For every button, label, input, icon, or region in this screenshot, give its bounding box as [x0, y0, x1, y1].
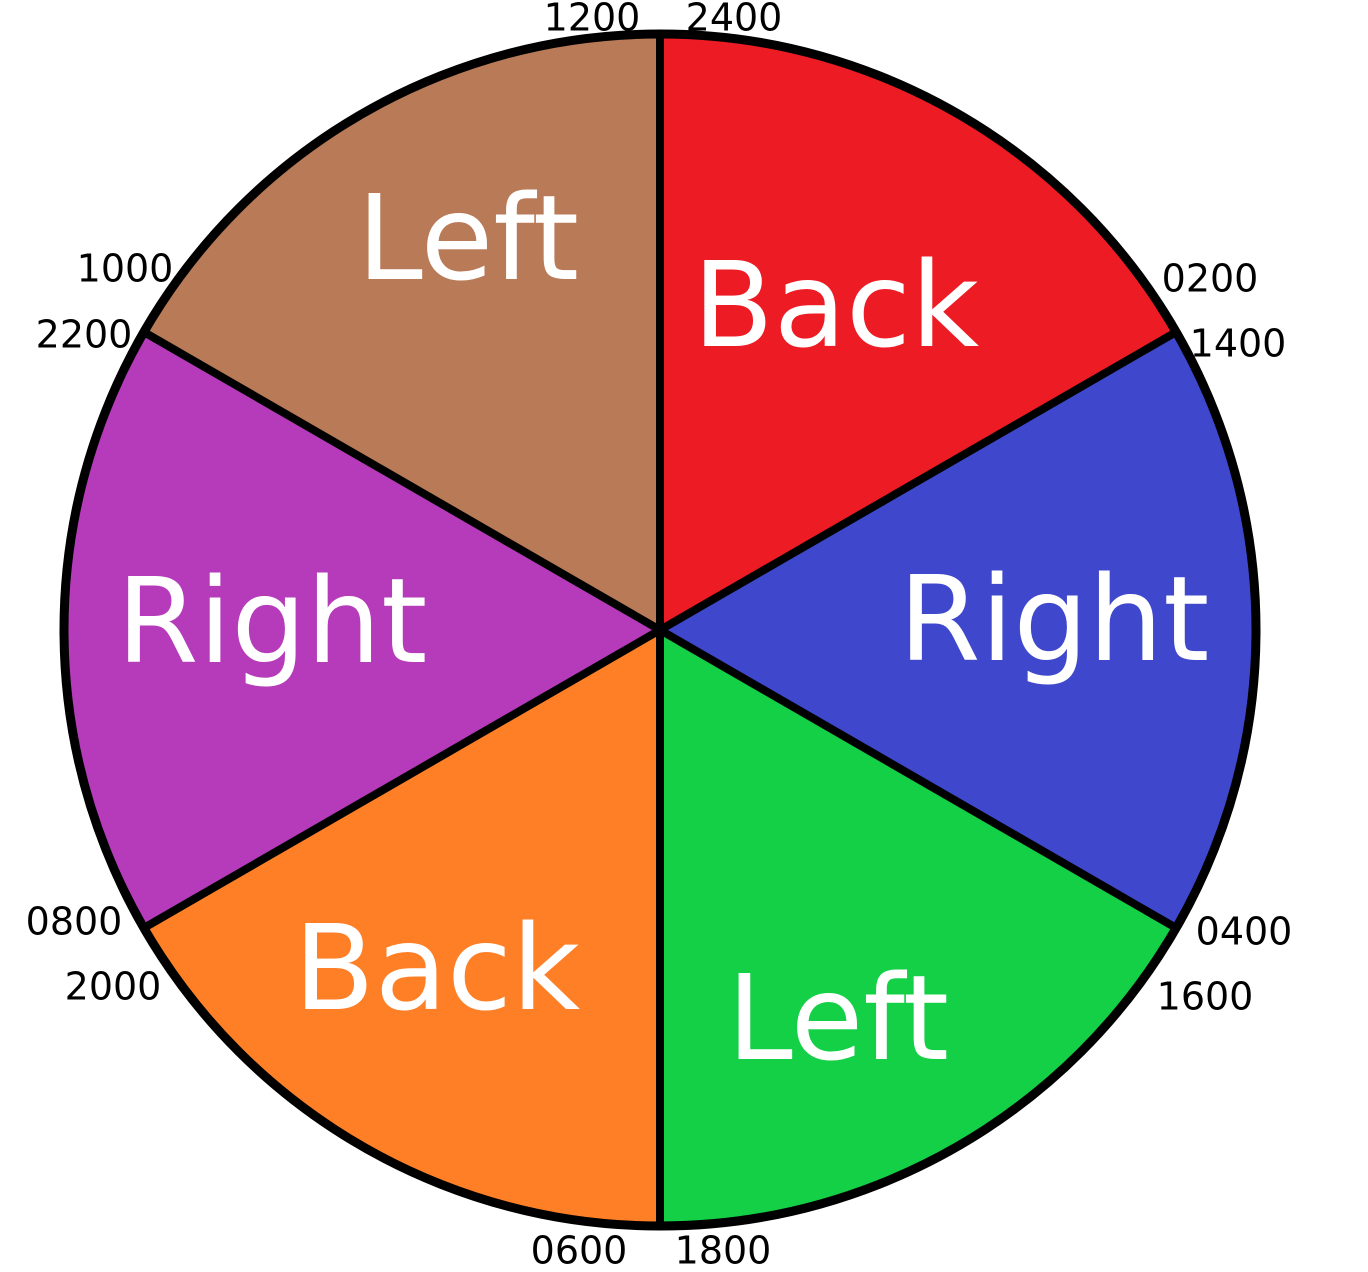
time-label-top-right: 2400: [686, 0, 783, 40]
time-label-bottom-left: 0600: [531, 1229, 628, 1272]
wheel-divider-5: [141, 626, 663, 932]
time-label-lower-left-b: 2000: [65, 965, 162, 1009]
segment-label-6: Left: [357, 169, 579, 307]
wheel-segment-5-right: [63, 332, 660, 928]
time-label-bottom-right: 1800: [675, 1229, 772, 1272]
wheel-segment-2-right: [660, 332, 1256, 928]
segment-label-5: Right: [117, 552, 428, 690]
segment-label-4: Back: [294, 899, 580, 1037]
wheel-segment-6-left: [143, 34, 660, 630]
wheel-segment-3-left: [660, 630, 1177, 1226]
wheel-segments: [63, 34, 1256, 1226]
time-label-upper-left-a: 1000: [77, 247, 174, 291]
time-label-lower-right-b: 1600: [1157, 975, 1254, 1019]
time-label-lower-left-a: 0800: [26, 900, 123, 944]
wheel-dividers: [141, 34, 1179, 1226]
time-labels: 1200 2400 0200 1400 0400 1600 0600 1800 …: [26, 0, 1293, 1272]
wheel-outline: [59, 29, 1261, 1231]
wheel-segment-4-back: [143, 630, 660, 1226]
time-label-top-left: 1200: [544, 0, 641, 40]
segment-label-2: Right: [899, 550, 1210, 688]
segment-label-3: Left: [727, 949, 949, 1087]
time-label-upper-right-b: 1400: [1190, 322, 1287, 366]
time-label-upper-left-b: 2200: [36, 313, 133, 357]
time-label-lower-right-a: 0400: [1196, 910, 1293, 954]
wheel-divider-2: [657, 328, 1179, 634]
wheel-divider-3: [657, 626, 1179, 932]
wheel-divider-6: [141, 328, 663, 634]
time-label-upper-right-a: 0200: [1162, 257, 1259, 301]
segment-label-1: Back: [693, 236, 979, 374]
wheel-segment-1-back: [660, 34, 1177, 630]
